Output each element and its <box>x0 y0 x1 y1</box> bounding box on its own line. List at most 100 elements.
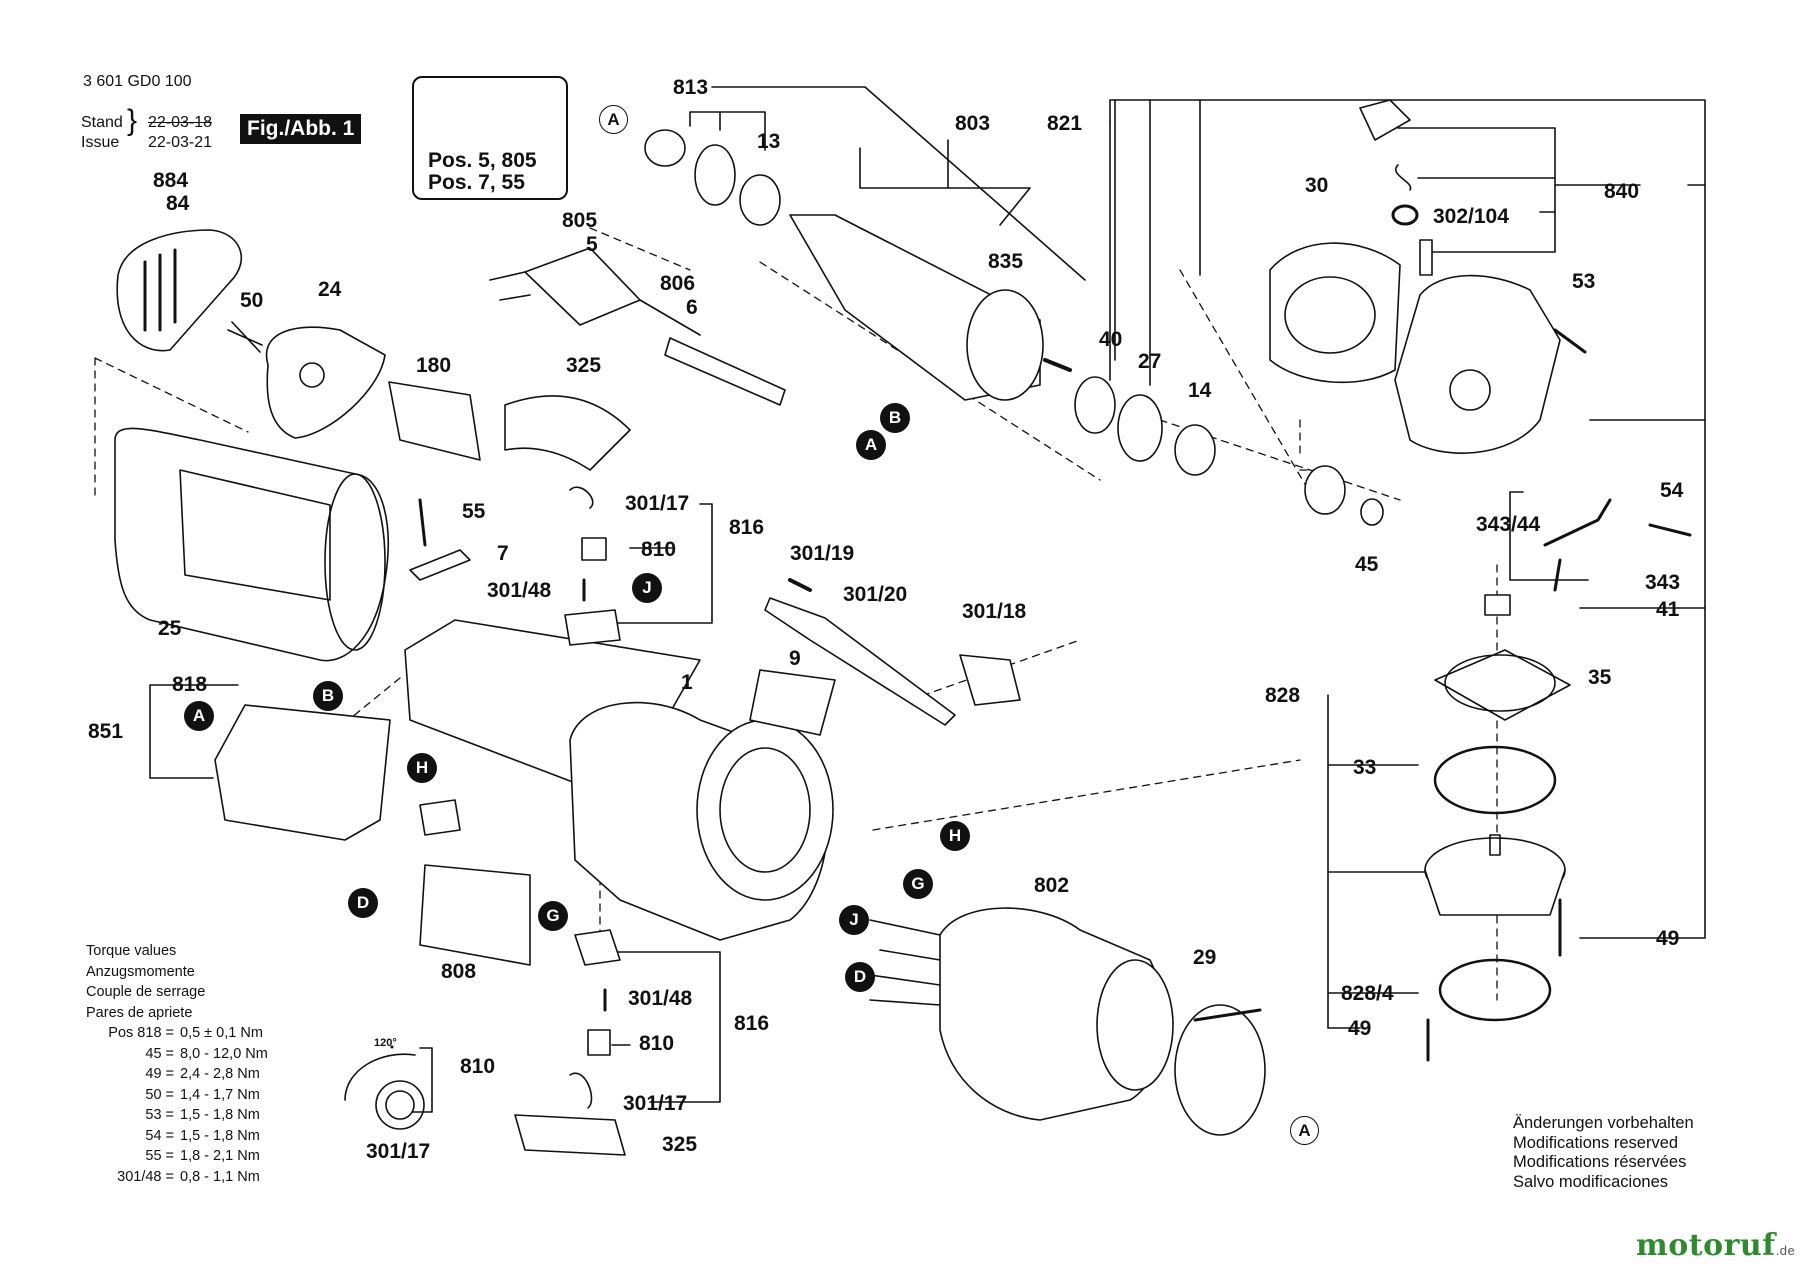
part-29-tabs <box>1193 1008 1262 1022</box>
torque-pos: Pos 818 = <box>108 1025 174 1041</box>
torque-table: Pos 818 =0,5 ± 0,1 Nm 45 =8,0 - 12,0 Nm … <box>86 1023 276 1187</box>
callout-816-upper: 816 <box>729 516 765 539</box>
part-7-clip <box>409 549 471 581</box>
callout-802: 802 <box>1034 874 1070 897</box>
part-bevel-spindle <box>1489 834 1501 856</box>
bracket-343 <box>1509 491 1589 581</box>
torque-pos: 54 = <box>145 1127 174 1144</box>
callout-301-19: 301/19 <box>790 542 855 565</box>
callout-325-lower: 325 <box>662 1133 698 1156</box>
part-27-ring <box>1117 394 1163 462</box>
part-325-label <box>504 395 631 471</box>
doc-number: 3 601 GD0 100 <box>83 73 192 90</box>
part-handle-cap <box>116 229 242 352</box>
part-40-ring <box>1074 376 1116 434</box>
part-1-flange-inner <box>719 747 811 873</box>
connector-a-left: A <box>184 701 214 731</box>
part-301-19-spring <box>788 578 812 592</box>
brace-icon: } <box>127 104 138 137</box>
part-802-winding <box>1096 959 1174 1091</box>
torque-row: 50 =1,4 - 1,7 Nm <box>86 1085 276 1106</box>
part-840-button <box>1359 99 1411 141</box>
figure-label: Fig./Abb. 1 <box>240 114 362 144</box>
part-808-label <box>419 864 531 966</box>
part-810-brush-lower <box>587 1029 611 1056</box>
part-810-holder-lower <box>574 929 621 966</box>
callout-1: 1 <box>681 671 693 694</box>
bracket-right <box>1579 419 1706 939</box>
callout-49-bottom: 49 <box>1348 1017 1372 1040</box>
torque-row: 53 = 1,5 - 1,8 Nm <box>86 1105 276 1126</box>
callout-813: 813 <box>673 76 709 99</box>
part-35-gasket <box>1434 649 1571 721</box>
torque-value: 1,5 - 1,8 Nm <box>180 1127 260 1144</box>
callout-828-4: 828/4 <box>1341 982 1394 1005</box>
torque-row: 45 =8,0 - 12,0 Nm <box>86 1044 276 1065</box>
part-29-baffle <box>1174 1004 1266 1136</box>
stand-label: Stand <box>81 114 123 131</box>
part-302-ring <box>1391 204 1419 226</box>
callout-301-17-lower: 301/17 <box>623 1092 688 1115</box>
callout-35: 35 <box>1588 666 1612 689</box>
part-810-brush-upper <box>581 537 607 561</box>
connector-b-upper: B <box>880 403 910 433</box>
part-301-17-spring-lower <box>569 1072 593 1109</box>
callout-41: 41 <box>1656 598 1680 621</box>
part-33-oring <box>1433 745 1557 815</box>
warning-box: Pos. 5, 805 Pos. 7, 55 <box>412 76 568 200</box>
torque-row: 49 =2,4 - 2,8 Nm <box>86 1064 276 1085</box>
callout-301-17-spring: 301/17 <box>366 1140 431 1163</box>
part-54-screw <box>1648 523 1692 537</box>
bracket-851 <box>149 684 239 779</box>
callout-40: 40 <box>1099 328 1123 351</box>
callout-13: 13 <box>757 130 781 153</box>
warning-line-1: Pos. 5, 805 <box>428 149 537 172</box>
part-14-bearing <box>1174 424 1216 476</box>
callout-806: 806 <box>660 272 696 295</box>
part-55-screw <box>418 498 427 547</box>
torque-title-es: Pares de apriete <box>86 1004 193 1021</box>
part-30-disc <box>1284 276 1376 354</box>
dashed-alignment-lines <box>94 227 1498 1001</box>
callout-803: 803 <box>955 112 991 135</box>
part-53-screw <box>1553 328 1587 354</box>
leader-813 <box>711 86 1086 281</box>
issue-label: Issue <box>81 134 120 151</box>
part-45-nut <box>1360 498 1384 526</box>
callout-25: 25 <box>158 617 182 640</box>
callout-343: 343 <box>1645 571 1681 594</box>
torque-value: 1,5 - 1,8 Nm <box>180 1107 260 1123</box>
callout-53: 53 <box>1572 270 1596 293</box>
callout-29: 29 <box>1193 946 1217 969</box>
callout-55: 55 <box>462 500 486 523</box>
callout-840: 840 <box>1604 180 1640 203</box>
torque-pos: 49 = <box>145 1066 174 1082</box>
connector-h-left: H <box>407 753 437 783</box>
part-840-pin <box>1419 239 1433 276</box>
callout-810-spring: 810 <box>460 1055 496 1078</box>
part-828-4-oring <box>1438 958 1552 1022</box>
part-13-bearing <box>739 174 781 226</box>
callout-808: 808 <box>441 960 477 983</box>
callout-301-48-lower: 301/48 <box>628 987 693 1010</box>
warning-line-2: Pos. 7, 55 <box>428 171 525 194</box>
modifications-disclaimer: Änderungen vorbehalten Modifications res… <box>1513 1114 1694 1192</box>
torque-value: 0,5 ± 0,1 Nm <box>180 1025 263 1041</box>
connector-g-lower: G <box>538 901 568 931</box>
callout-810-upper: 810 <box>641 538 677 561</box>
disclaimer-es: Salvo modificaciones <box>1513 1172 1668 1191</box>
callout-6: 6 <box>686 296 698 319</box>
torque-title-de: Anzugsmomente <box>86 963 195 980</box>
connector-h-right: H <box>940 821 970 851</box>
torque-pos: 53 = <box>145 1107 174 1123</box>
torque-pos: 301/48 = <box>117 1168 174 1185</box>
torque-row: 55 =1,8 - 2,1 Nm <box>86 1146 276 1167</box>
part-50-screw <box>227 321 263 353</box>
bracket-810c <box>411 1047 433 1113</box>
callout-50: 50 <box>240 289 264 312</box>
connector-j-right: J <box>839 905 869 935</box>
part-25-opening <box>324 473 386 651</box>
bracket-803 <box>859 139 1031 226</box>
motoruf-watermark-logo: motoruf.de <box>1636 1228 1795 1263</box>
callout-45: 45 <box>1355 553 1379 576</box>
